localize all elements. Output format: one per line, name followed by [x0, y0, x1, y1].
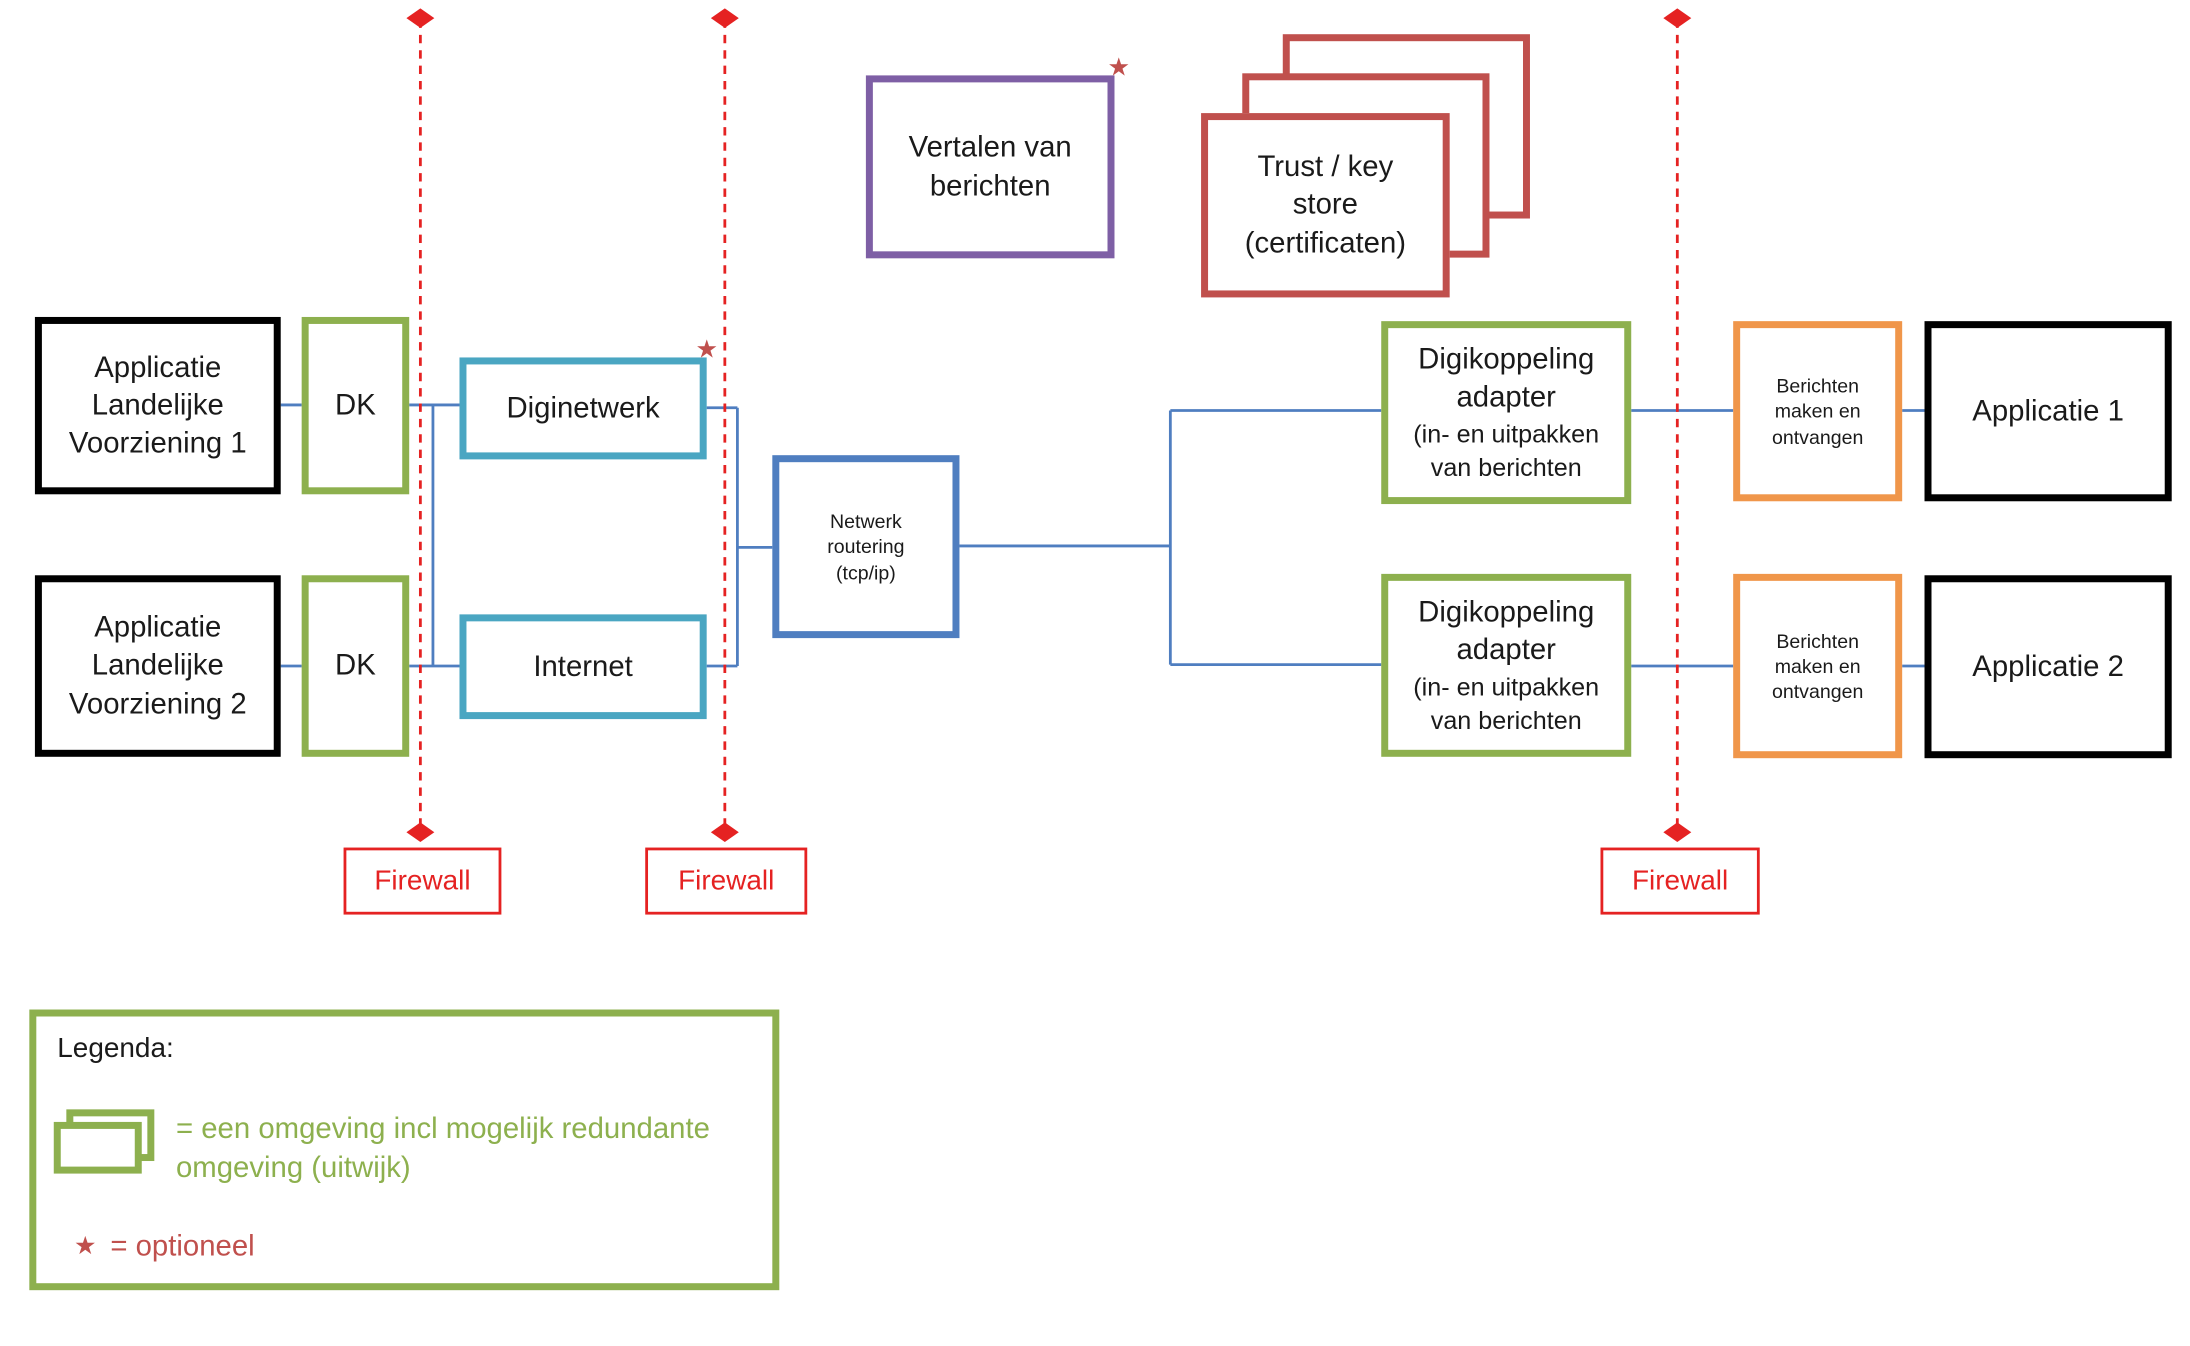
app-landelijke-voorziening-2: Applicatie Landelijke Voorziening 2: [34, 575, 281, 757]
diamond-icon: [406, 822, 435, 842]
vertalen-berichten-box: Vertalen van berichten: [865, 75, 1115, 259]
diamond-icon: [406, 8, 435, 28]
star-icon: ★: [74, 1231, 97, 1261]
dk-box-1: DK: [301, 316, 410, 495]
digikoppeling-adapter-1: Digikoppeling adapter (in- en uitpakken …: [1381, 321, 1632, 505]
adapter-subtitle: (in- en uitpakken van berichten: [1413, 673, 1600, 735]
diamond-icon: [710, 822, 739, 842]
legend-box: Legenda: = een omgeving incl mogelijk re…: [29, 1009, 780, 1291]
firewall-lines: [418, 19, 1679, 833]
firewall-label-3: Firewall: [1600, 847, 1760, 915]
star-icon: ★: [695, 335, 719, 365]
berichten-maken-box-2: Berichten maken en ontvangen: [1733, 573, 1903, 759]
trust-key-store-box: Trust / key store (certificaten): [1201, 113, 1450, 298]
berichten-maken-box-1: Berichten maken en ontvangen: [1733, 321, 1903, 502]
diamond-icons: [406, 8, 1692, 842]
environment-stack-icon: [53, 1109, 155, 1174]
app-landelijke-voorziening-1: Applicatie Landelijke Voorziening 1: [34, 316, 281, 495]
firewall-label-2: Firewall: [645, 847, 808, 915]
applicatie-1-box: Applicatie 1: [1924, 321, 2172, 502]
dk-box-2: DK: [301, 575, 410, 757]
star-icon: ★: [1107, 53, 1131, 83]
connectors: [279, 403, 1928, 668]
diginetwerk-box: Diginetwerk: [459, 357, 707, 460]
adapter-title: Digikoppeling adapter: [1418, 343, 1595, 414]
diamond-icon: [1663, 8, 1692, 28]
adapter-subtitle: (in- en uitpakken van berichten: [1413, 420, 1600, 482]
firewall-label-1: Firewall: [343, 847, 502, 915]
netwerk-routering-box: Netwerk routering (tcp/ip): [772, 455, 960, 639]
digikoppeling-adapter-2: Digikoppeling adapter (in- en uitpakken …: [1381, 573, 1632, 757]
diamond-icon: [710, 8, 739, 28]
internet-box: Internet: [459, 614, 707, 720]
diamond-icon: [1663, 822, 1692, 842]
adapter-title: Digikoppeling adapter: [1418, 595, 1595, 667]
legend-environment-text: = een omgeving incl mogelijk redundante …: [175, 1112, 710, 1185]
applicatie-2-box: Applicatie 2: [1924, 575, 2172, 759]
legend-title: Legenda:: [57, 1033, 174, 1064]
legend-optional-text: = optioneel: [110, 1230, 255, 1263]
